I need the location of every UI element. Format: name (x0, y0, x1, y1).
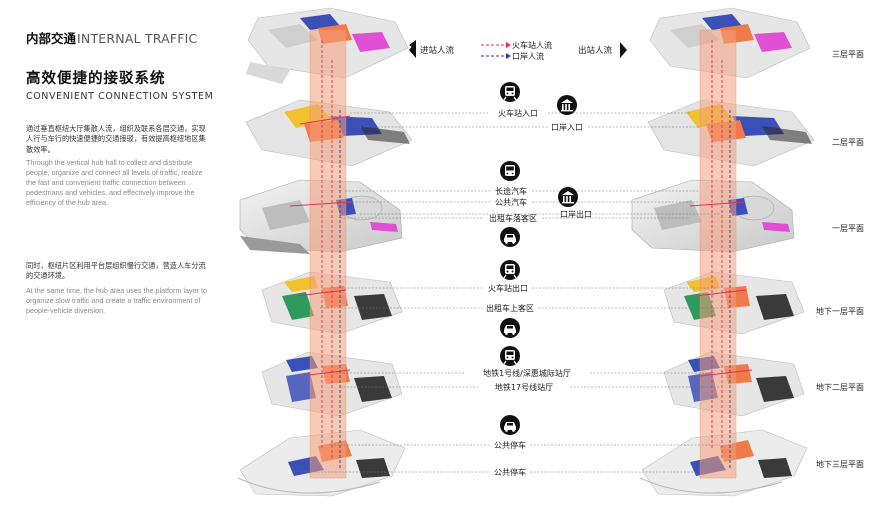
section-heading: 内部交通INTERNAL TRAFFIC (26, 28, 197, 47)
port-icon (557, 95, 577, 115)
outbound-arrow-icon (620, 42, 627, 58)
paragraph-1-en: Through the vertical hub hall to collect… (26, 158, 203, 207)
callout-metro-line1: 地铁1号线/深惠城际站厅 (483, 368, 571, 378)
floor-label-b2: 地下二层平面 (816, 382, 864, 392)
callout-coach: 长途汽车 (495, 186, 527, 196)
vertical-core-right (700, 30, 736, 478)
callout-bus: 公共汽车 (495, 197, 527, 207)
callout-labels: 火车站入口 口岸入口 长途汽车 公共汽车 口岸出口 出租车落客区 火车站出口 出… (483, 108, 592, 477)
page-subtitle: CONVENIENT CONNECTION SYSTEM (26, 91, 214, 102)
paragraph-2-cn: 同时，枢纽片区利用平台层组织慢行交通，营造人车分流的交通环境。 (26, 261, 206, 281)
callout-metro-line17: 地铁17号线站厅 (495, 382, 553, 392)
callout-rail-entrance: 火车站入口 (498, 108, 538, 118)
car-icon (500, 415, 520, 435)
callout-icons (500, 82, 578, 435)
floor-label-b3: 地下三层平面 (816, 459, 864, 469)
metro-icon (500, 346, 520, 366)
page-title: 高效便捷的接驳系统 (26, 71, 166, 87)
floor-label-b1: 地下一层平面 (816, 306, 864, 316)
vertical-core (310, 30, 346, 478)
paragraph-1-cn: 通过垂直枢纽大厅集散人流，组织及联系各层交通，实现人行与车行的快速便捷的交通接驳… (26, 124, 206, 154)
legend-outbound: 出站人流 (578, 45, 613, 56)
paragraph-2-en: At the same time, the hub area uses the … (26, 286, 207, 315)
section-heading-cn: 内部交通 (26, 31, 77, 46)
train-icon (500, 82, 520, 102)
bus-icon (500, 161, 520, 181)
legend-rail-flow: 火车站人流 (512, 40, 552, 50)
callout-taxi-pickup: 出租车上客区 (486, 303, 534, 313)
callout-parking-2: 公共停车 (494, 467, 526, 477)
callout-taxi-dropoff: 出租车落客区 (489, 213, 537, 223)
callout-port-entrance: 口岸入口 (551, 123, 583, 132)
legend: 进站人流 火车站人流 口岸人流 出站人流 (409, 40, 627, 61)
leader-lines (300, 112, 730, 473)
inbound-arrow-icon (409, 42, 416, 58)
callout-rail-exit: 火车站出口 (488, 283, 528, 293)
floor-label-1f: 一层平面 (832, 224, 864, 233)
floor-label-3f: 三层平面 (832, 50, 864, 59)
legend-inbound: 进站人流 (420, 45, 455, 56)
floor-label-2f: 二层平面 (832, 138, 864, 147)
inbound-floor-stack (237, 7, 413, 497)
outbound-floor-stack (631, 7, 815, 497)
taxi-icon (500, 227, 520, 247)
port-icon-exit (558, 187, 578, 207)
legend-port-flow: 口岸人流 (512, 51, 544, 61)
section-heading-en: INTERNAL TRAFFIC (77, 31, 198, 46)
taxi-icon-pickup (500, 318, 520, 338)
train-icon-exit (500, 260, 520, 280)
floor-labels: 三层平面 二层平面 一层平面 地下一层平面 地下二层平面 地下三层平面 (816, 50, 864, 469)
callout-port-exit: 口岸出口 (560, 209, 592, 219)
callout-parking-1: 公共停车 (494, 440, 526, 450)
